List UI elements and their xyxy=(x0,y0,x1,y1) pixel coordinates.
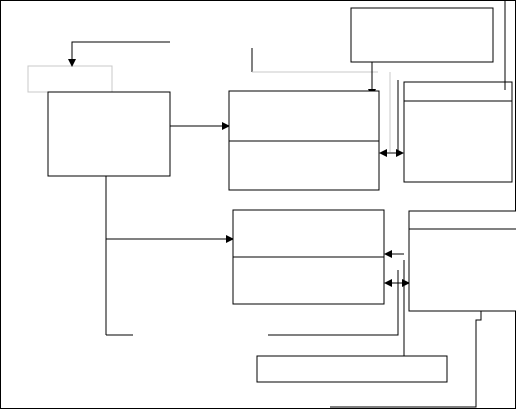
lower-middle-connector xyxy=(268,270,399,336)
left-main-box xyxy=(47,91,171,177)
top-left-pointer-line xyxy=(68,41,170,67)
bottom-right-box xyxy=(408,210,516,312)
top-callout-box xyxy=(350,7,494,63)
bottom-right-connector xyxy=(330,311,482,408)
lower-label-box xyxy=(256,355,448,383)
top-left-label-box xyxy=(27,65,113,93)
top-right-box xyxy=(403,81,513,183)
